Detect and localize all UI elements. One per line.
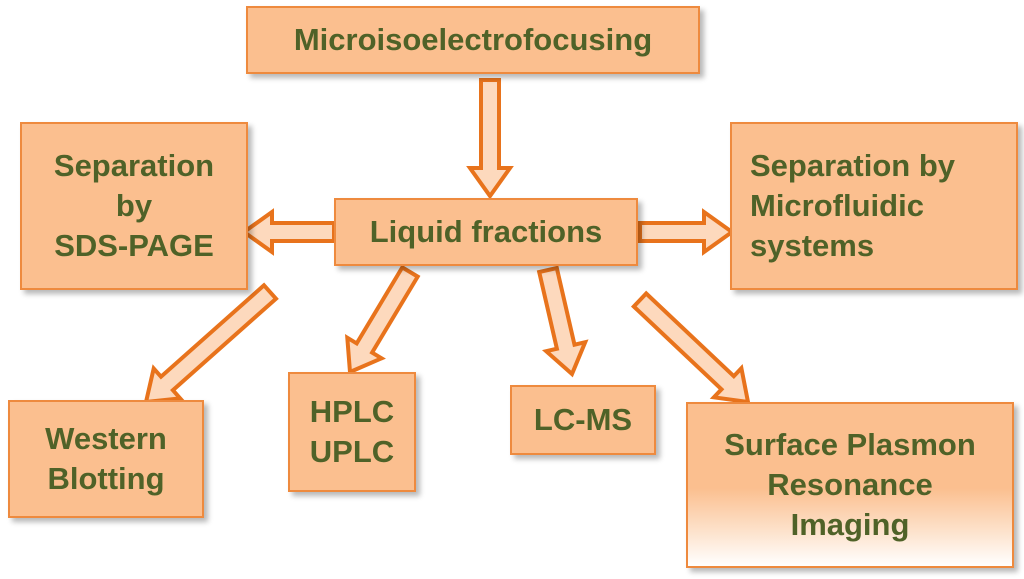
box-text: Microisoelectrofocusing: [293, 21, 653, 57]
box-text: Separation by: [750, 147, 955, 183]
box-text: Blotting: [47, 461, 165, 496]
lc-ms-box: LC-MS: [510, 385, 656, 455]
box-text: Surface Plasmon: [724, 426, 976, 462]
arrow-top-to-center: [466, 78, 514, 200]
arrow-center-to-spr: [630, 290, 751, 405]
box-text: Microfluidic: [750, 187, 924, 223]
box-text: Separation: [53, 147, 215, 183]
arrow-left-to-western: [143, 282, 279, 405]
box-text: by: [115, 187, 153, 223]
microisoelectrofocusing-box: Microisoelectrofocusing: [246, 6, 700, 74]
arrow-center-to-left: [240, 208, 336, 256]
box-text: HPLC: [309, 393, 395, 429]
surface-plasmon-box: Surface Plasmon Resonance Imaging: [686, 402, 1014, 568]
box-text: Western: [45, 420, 167, 456]
arrow-center-to-right: [638, 208, 736, 256]
hplc-uplc-box: HPLC UPLC: [288, 372, 416, 492]
box-text: Liquid fractions: [369, 213, 603, 249]
arrow-center-to-lcms: [536, 265, 589, 378]
box-text: Resonance: [767, 466, 933, 502]
box-text: SDS-PAGE: [54, 228, 214, 264]
box-text: systems: [750, 228, 875, 264]
sds-page-box: Separation by SDS-PAGE: [20, 122, 248, 290]
microfluidic-box: Separation by Microfluidic systems: [730, 122, 1018, 290]
box-text: LC-MS: [533, 401, 633, 437]
box-text: Imaging: [790, 507, 910, 543]
arrow-center-to-hplc: [344, 264, 421, 375]
western-blotting-box: Western Blotting: [8, 400, 204, 518]
box-text: UPLC: [309, 434, 395, 469]
liquid-fractions-box: Liquid fractions: [334, 198, 638, 266]
